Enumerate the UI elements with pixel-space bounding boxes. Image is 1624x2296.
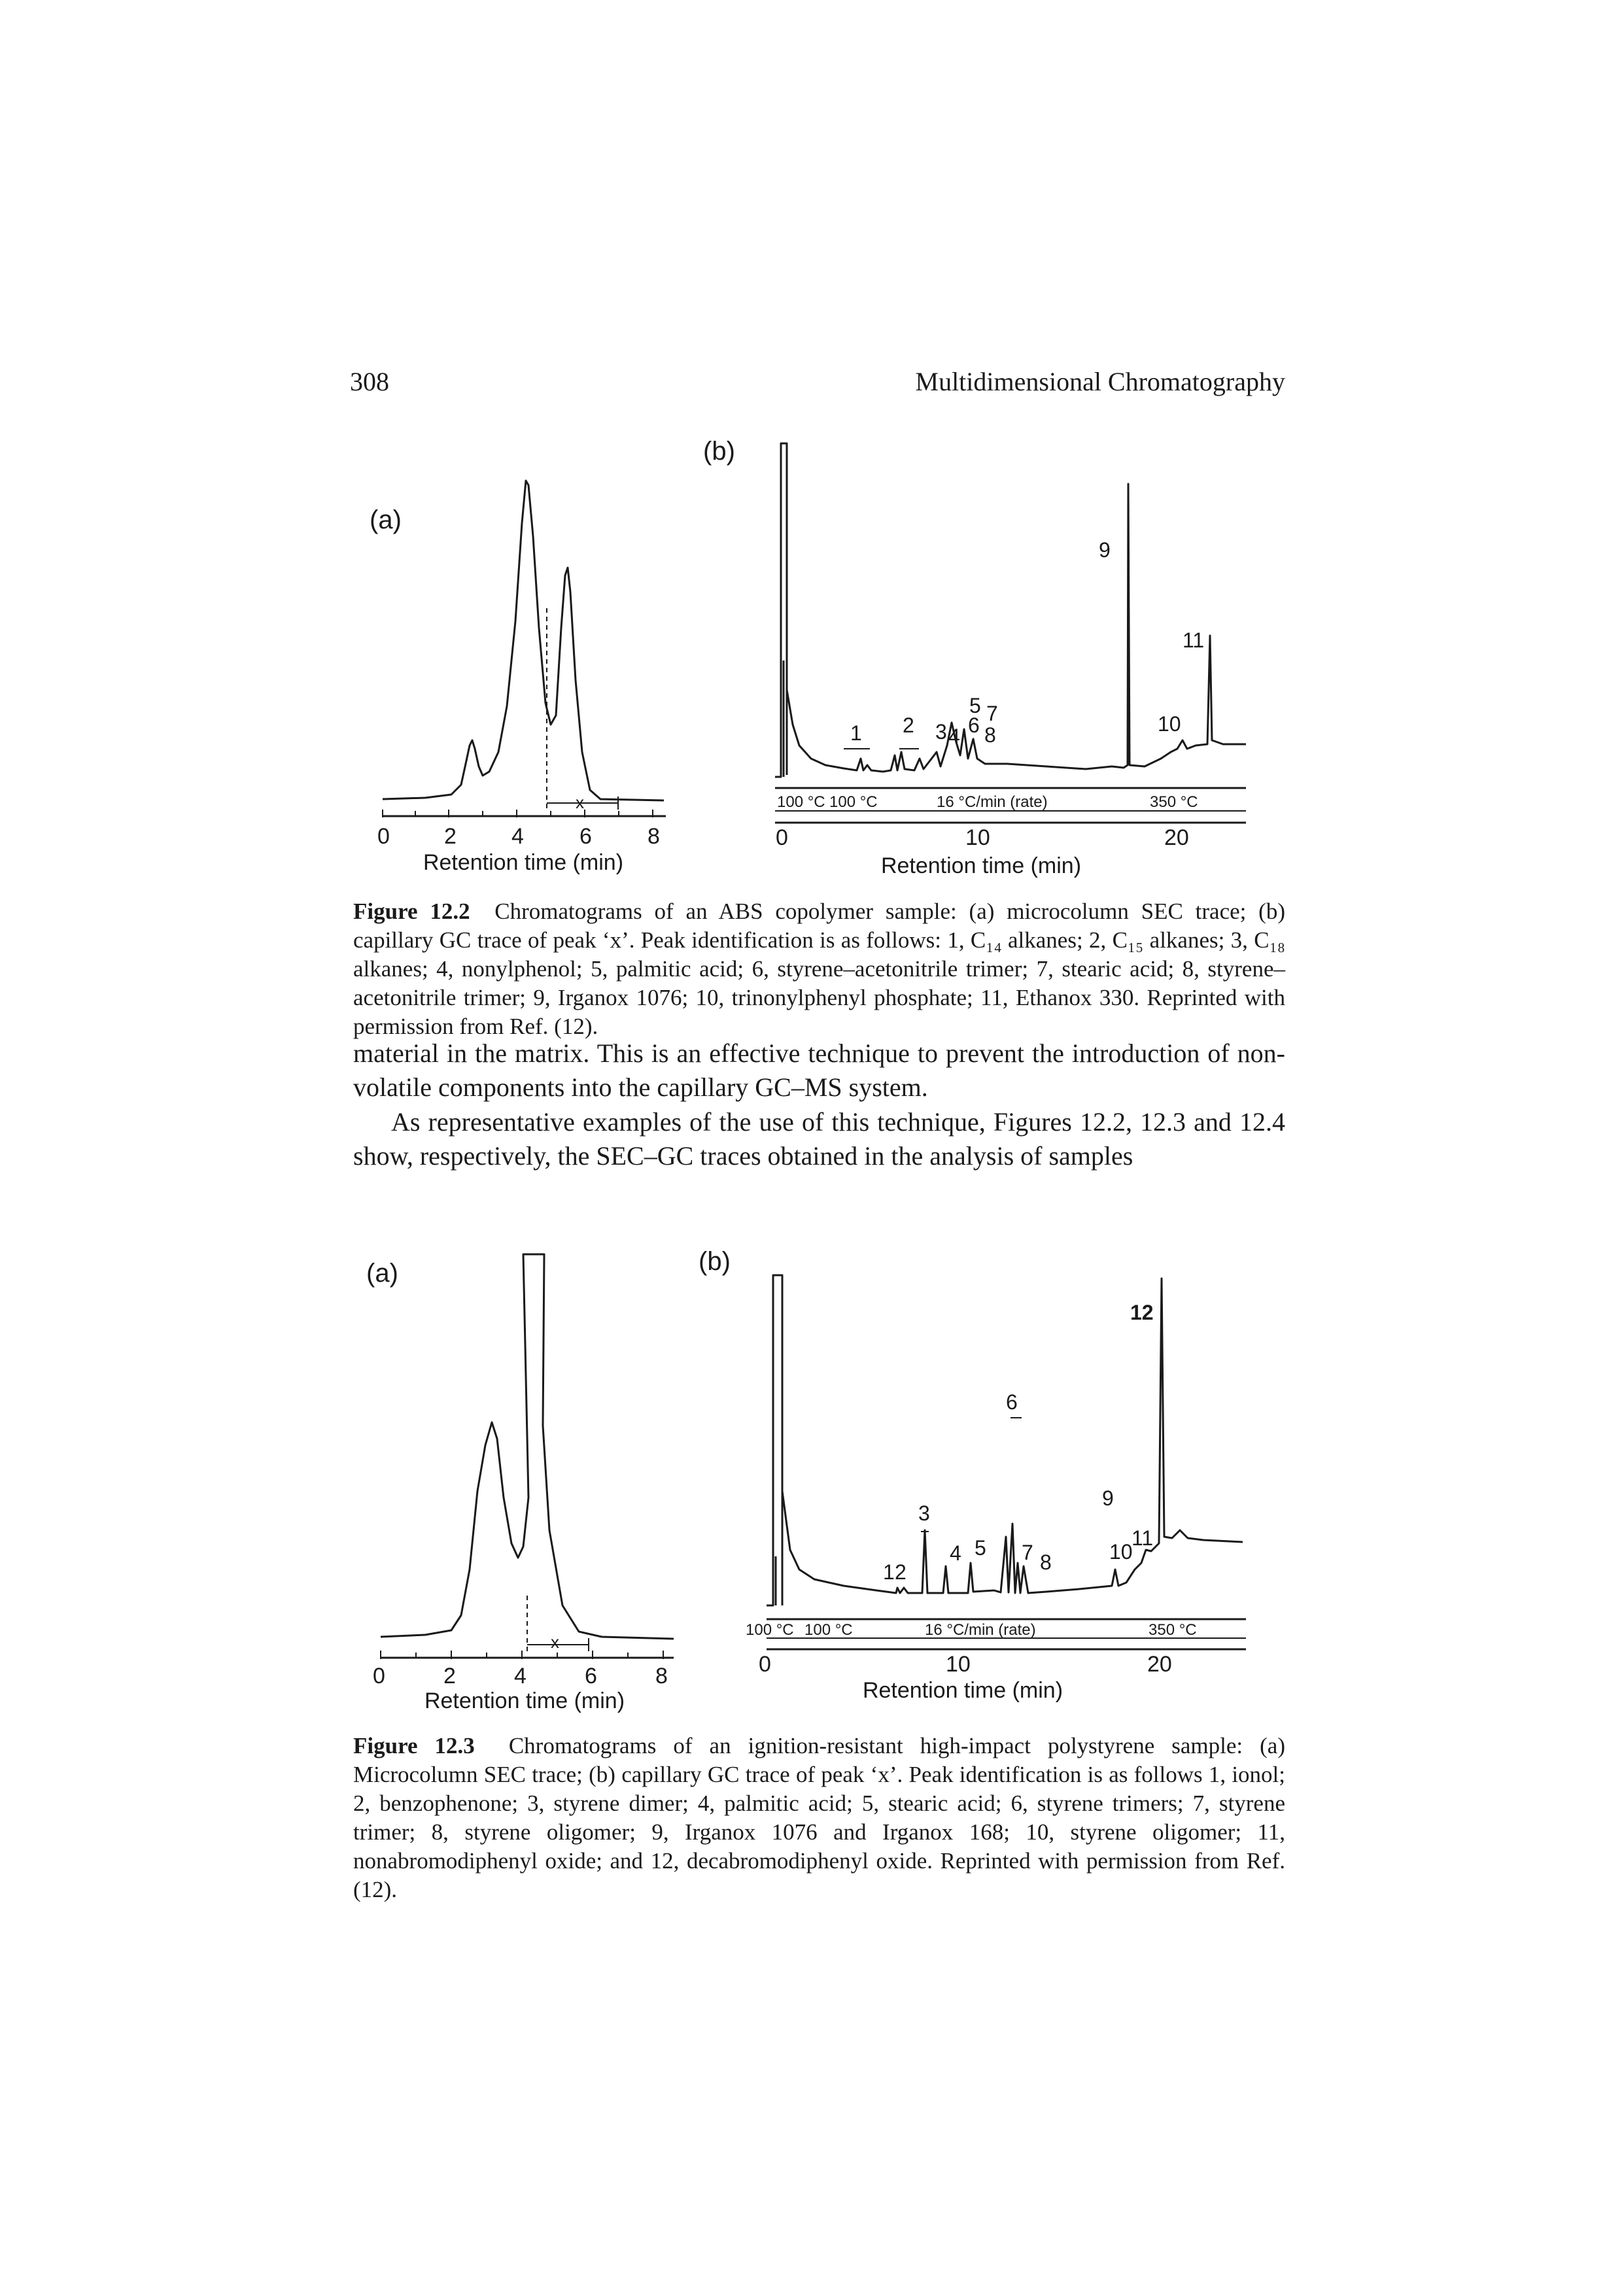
peak-label: 12 xyxy=(1130,1301,1154,1324)
caption-text: Chromatograms of an ABS copolymer sample… xyxy=(353,899,1285,1039)
fraction-marker: x xyxy=(576,793,584,812)
x-tick-label: 2 xyxy=(443,1664,456,1688)
peak-label: 4 xyxy=(948,725,960,748)
fig12-2-panel-a: (a) x 0 2 4 6 8 Retention time (min) xyxy=(370,479,666,875)
peak-label: 10 xyxy=(1109,1540,1133,1564)
temp-label: 100 °C xyxy=(777,793,825,811)
peak-label: 1 xyxy=(883,1560,895,1584)
caption-figure-label: Figure 12.2 xyxy=(353,899,470,924)
peak-label: 2 xyxy=(903,713,914,737)
running-head: Multidimensional Chromatography xyxy=(915,367,1286,396)
peak-label: 5 xyxy=(975,1536,986,1560)
figure-12-3: (a) x 0 2 4 6 8 Retention time (min) (b)… xyxy=(366,1247,1246,1713)
x-tick-label: 20 xyxy=(1147,1652,1172,1677)
temp-label: 100 °C xyxy=(804,1621,853,1639)
peak-label: 2 xyxy=(895,1560,907,1584)
temp-label: 100 °C xyxy=(829,793,878,811)
peak-label: 6 xyxy=(968,713,980,737)
peak-label: 5 xyxy=(969,694,981,717)
peak-label: 8 xyxy=(1040,1551,1052,1574)
panel-b-label: (b) xyxy=(703,437,735,466)
peak-label: 6 xyxy=(1006,1390,1018,1414)
temp-label: 350 °C xyxy=(1150,793,1198,811)
panel-b-label: (b) xyxy=(699,1247,731,1276)
peak-label: 9 xyxy=(1102,1486,1114,1510)
peak-label: 7 xyxy=(986,702,998,725)
fig12-3-panel-b: (b) 1 2 3 4 5 6 7 8 9 10 11 12 100 °C 10… xyxy=(699,1247,1246,1703)
fig12-2-panel-b: (b) 1 2 3 4 5 6 7 8 9 10 11 100 °C 100 °… xyxy=(703,437,1246,878)
panel-a-label: (a) xyxy=(370,505,402,534)
caption-figure-label: Figure 12.3 xyxy=(353,1733,475,1758)
fraction-marker: x xyxy=(551,1632,559,1652)
peak-label: 3 xyxy=(918,1501,930,1525)
peak-label: 7 xyxy=(1022,1541,1033,1564)
caption-text: Chromatograms of an ignition-resistant h… xyxy=(353,1733,1285,1902)
peak-label: 4 xyxy=(950,1541,961,1565)
x-tick-label: 20 xyxy=(1164,825,1189,850)
x-tick-label: 0 xyxy=(377,824,390,849)
temp-label: 16 °C/min (rate) xyxy=(925,1621,1036,1639)
peak-label: 1 xyxy=(850,721,862,745)
x-tick-label: 10 xyxy=(946,1652,971,1677)
x-tick-label: 0 xyxy=(776,825,788,850)
x-axis-ticks xyxy=(382,810,653,817)
fig12-3-panel-a: (a) x 0 2 4 6 8 Retention time (min) xyxy=(366,1253,674,1713)
peak-label: 11 xyxy=(1183,628,1204,652)
x-tick-label: 8 xyxy=(655,1664,668,1688)
page-header: 308 Multidimensional Chromatography xyxy=(350,366,1285,405)
x-axis-title: Retention time (min) xyxy=(881,853,1081,878)
sec-trace xyxy=(380,1253,674,1640)
peak-label: 3 xyxy=(935,720,947,744)
page-number: 308 xyxy=(350,367,389,396)
x-axis-ticks xyxy=(380,1651,664,1659)
panel-a-label: (a) xyxy=(366,1259,398,1288)
x-tick-label: 4 xyxy=(511,824,524,849)
x-tick-label: 4 xyxy=(514,1664,527,1688)
figure-12-3-caption: Figure 12.3 Chromatograms of an ignition… xyxy=(353,1732,1285,1904)
x-tick-label: 2 xyxy=(444,824,457,849)
solvent-peak xyxy=(775,442,788,778)
x-axis-title: Retention time (min) xyxy=(863,1678,1063,1703)
peak-label: 10 xyxy=(1158,712,1181,736)
solvent-peak xyxy=(767,1274,784,1607)
x-tick-label: 10 xyxy=(965,825,990,850)
x-axis-title: Retention time (min) xyxy=(424,1688,625,1713)
body-paragraph: As representative examples of the use of… xyxy=(353,1107,1285,1171)
body-paragraph: material in the matrix. This is an effec… xyxy=(353,1038,1285,1102)
temp-label: 16 °C/min (rate) xyxy=(937,793,1048,811)
gc-trace xyxy=(781,1277,1243,1594)
sec-trace xyxy=(382,479,665,802)
peak-label: 8 xyxy=(984,723,996,747)
x-tick-label: 8 xyxy=(648,824,660,849)
x-tick-label: 6 xyxy=(585,1664,597,1688)
x-tick-label: 0 xyxy=(373,1664,385,1688)
x-tick-label: 6 xyxy=(579,824,592,849)
temp-label: 100 °C xyxy=(746,1621,794,1639)
temp-label: 350 °C xyxy=(1149,1621,1197,1639)
figure-12-2-caption: Figure 12.2 Chromatograms of an ABS copo… xyxy=(353,897,1285,1041)
figure-12-2: (a) x 0 2 4 6 8 Retention time (min) (b)… xyxy=(370,437,1246,878)
gc-trace xyxy=(786,483,1246,773)
x-axis-title: Retention time (min) xyxy=(423,850,623,875)
peak-label: 9 xyxy=(1099,538,1111,562)
peak-label: 11 xyxy=(1132,1526,1153,1550)
x-tick-label: 0 xyxy=(759,1652,771,1677)
